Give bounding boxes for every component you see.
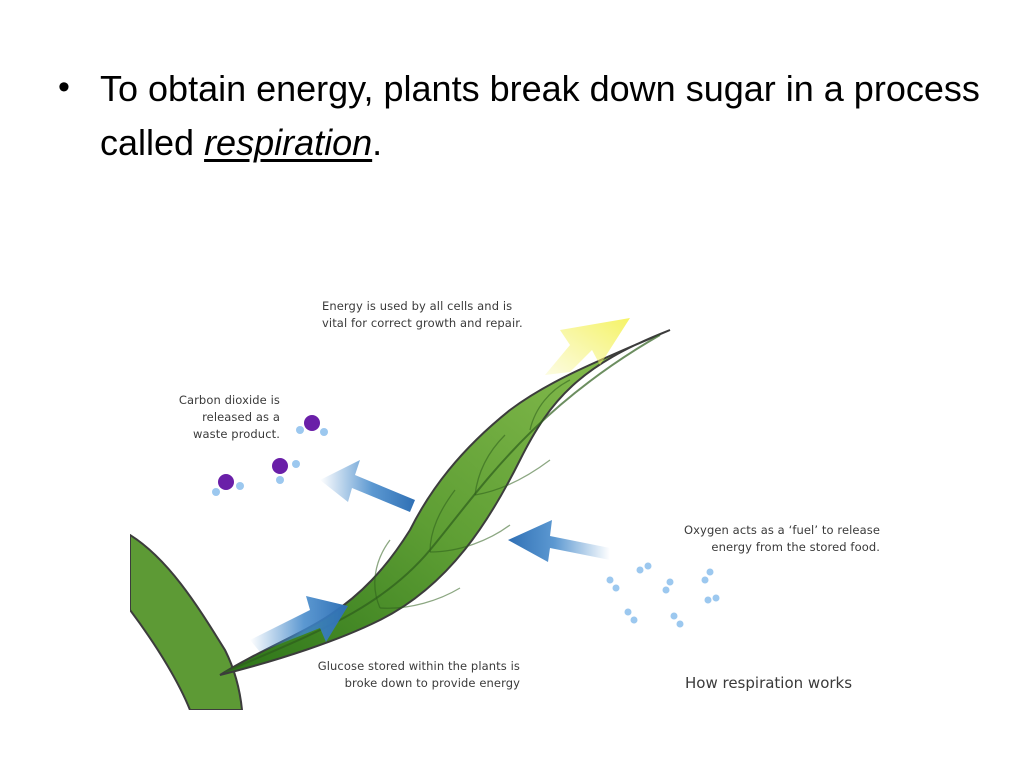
label-co2-line: Carbon dioxide is bbox=[178, 393, 280, 407]
diagram-caption: How respiration works bbox=[685, 674, 853, 692]
leaf-vein bbox=[474, 459, 551, 496]
energy-arrow bbox=[545, 318, 630, 375]
label-oxygen-line: Oxygen acts as a ‘fuel’ to release bbox=[683, 523, 880, 537]
glucose-arrow bbox=[250, 596, 348, 652]
bullet-text-end: . bbox=[372, 122, 383, 163]
stem-shape bbox=[130, 533, 244, 710]
label-energy-line: Energy is used by all cells and is bbox=[322, 299, 513, 313]
leaf-vein bbox=[379, 587, 461, 609]
co2-arrow bbox=[320, 460, 415, 512]
co2-molecule bbox=[272, 458, 300, 484]
label-energy: Energy is used by all cells and is vital… bbox=[322, 298, 572, 332]
leaf-vein bbox=[529, 379, 571, 431]
label-glucose-line: Glucose stored within the plants is bbox=[317, 659, 520, 673]
bullet-emphasis-respiration: respiration bbox=[204, 122, 373, 163]
leaf-vein bbox=[429, 489, 456, 553]
co2-molecule bbox=[212, 474, 244, 496]
label-glucose: Glucose stored within the plants is brok… bbox=[270, 658, 520, 692]
oxygen-arrow bbox=[508, 520, 610, 562]
leaf-vein bbox=[474, 434, 506, 496]
label-oxygen: Oxygen acts as a ‘fuel’ to release energ… bbox=[630, 522, 880, 556]
label-co2-line: released as a bbox=[202, 410, 280, 424]
bullet-text: To obtain energy, plants break down suga… bbox=[100, 62, 990, 170]
bullet-dot: • bbox=[58, 68, 70, 106]
co2-molecule bbox=[296, 415, 328, 436]
label-carbon-dioxide: Carbon dioxide is released as a waste pr… bbox=[140, 392, 280, 443]
respiration-diagram: Energy is used by all cells and is vital… bbox=[130, 290, 910, 710]
diagram-artwork bbox=[130, 318, 720, 710]
label-co2-line: waste product. bbox=[193, 427, 280, 441]
label-energy-line: vital for correct growth and repair. bbox=[322, 316, 523, 330]
leaf-vein bbox=[374, 539, 391, 609]
bullet-text-start: To obtain energy, plants break down suga… bbox=[100, 68, 980, 163]
oxygen-molecules bbox=[606, 562, 720, 628]
leaf-shape bbox=[219, 329, 671, 676]
leaf-vein bbox=[429, 524, 511, 553]
label-oxygen-line: energy from the stored food. bbox=[711, 540, 880, 554]
label-glucose-line: broke down to provide energy bbox=[344, 676, 520, 690]
